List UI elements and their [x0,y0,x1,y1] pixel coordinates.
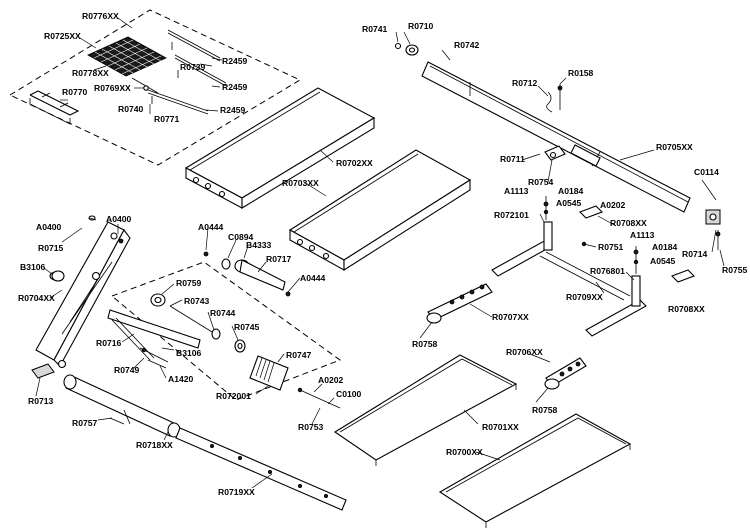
handle-frame-part [29,90,80,125]
label-R0710: R0710 [408,21,434,31]
label-A0184-b: A0184 [652,242,678,252]
label-A0400-b: A0400 [106,214,132,224]
part-labels: R0776XX R0725XX R0778XX R0739 R2459 R245… [18,11,748,497]
label-R076801: R076801 [590,266,625,276]
label-R0758-a: R0758 [412,339,438,349]
label-A1113-a: A1113 [504,186,529,196]
label-R0744: R0744 [210,308,236,318]
cam-assembly-boundary [111,261,342,401]
label-R0712: R0712 [512,78,538,88]
cam-lever-parts [544,84,566,161]
pin-assembly [203,251,291,297]
label-R0717: R0717 [266,254,292,264]
label-R0701XX: R0701XX [482,422,519,432]
label-A0202-b: A0202 [318,375,344,385]
label-R0725XX: R0725XX [44,31,81,41]
label-R0743: R0743 [184,296,210,306]
label-R0771: R0771 [154,114,180,124]
label-R0739: R0739 [180,62,206,72]
label-A0444-b: A0444 [300,273,326,283]
label-R0708XX-b: R0708XX [668,304,705,314]
label-R0778XX: R0778XX [72,68,109,78]
label-R0716: R0716 [96,338,122,348]
label-R0741: R0741 [362,24,388,34]
label-A1420: A1420 [168,374,194,384]
label-A0444-a: A0444 [198,222,224,232]
label-R0754: R0754 [528,177,554,187]
tube-crossbar-right [544,357,587,390]
tray-pan-upper [333,354,518,466]
label-R0714: R0714 [682,249,708,259]
label-R0758-b: R0758 [532,405,558,415]
platform-deck-lower [288,149,472,272]
label-R0745: R0745 [234,322,260,332]
label-R2459-a: R2459 [222,56,248,66]
label-R0755: R0755 [722,265,748,275]
tube-crossbar-left [426,283,493,324]
upper-boom-arm [421,61,691,213]
label-R072101: R072101 [494,210,529,220]
label-R0751: R0751 [598,242,624,252]
label-R0753: R0753 [298,422,324,432]
label-R0757: R0757 [72,418,98,428]
label-C0100: C0100 [336,389,362,399]
label-R0776XX: R0776XX [82,11,119,21]
label-R0700XX: R0700XX [446,447,483,457]
label-R0703XX: R0703XX [282,178,319,188]
label-R0719XX: R0719XX [218,487,255,497]
label-R0747: R0747 [286,350,312,360]
label-R0713: R0713 [28,396,54,406]
label-R0704XX: R0704XX [18,293,55,303]
boom-end-cap [705,209,721,250]
cam-shaft-parts [107,293,341,409]
label-A0545-b: A0545 [650,256,676,266]
label-R0770: R0770 [62,87,88,97]
label-B4333: B4333 [246,240,272,250]
label-C0894: C0894 [228,232,254,242]
label-R0702XX: R0702XX [336,158,373,168]
label-R0158: R0158 [568,68,594,78]
foot-pad [31,363,55,379]
label-R0705XX: R0705XX [656,142,693,152]
label-A0545-a: A0545 [556,198,582,208]
label-B3106-b: B3106 [176,348,202,358]
label-R0742: R0742 [454,40,480,50]
label-R0709XX: R0709XX [566,292,603,302]
long-tube-assembly [63,374,347,511]
label-A0184-a: A0184 [558,186,584,196]
label-R0715: R0715 [38,243,64,253]
label-R0718XX: R0718XX [136,440,173,450]
label-B3106-a: B3106 [20,262,46,272]
label-R072001: R072001 [216,391,251,401]
label-R0706XX: R0706XX [506,347,543,357]
label-A0400-a: A0400 [36,222,62,232]
label-C0114: C0114 [694,167,719,177]
label-R2459-c: R2459 [220,105,246,115]
mesh-mat-part [87,36,167,77]
label-R0759: R0759 [176,278,202,288]
label-R0707XX: R0707XX [492,312,529,322]
platform-deck-upper [184,87,376,209]
tray-pan-lower [438,413,632,528]
label-R2459-b: R2459 [222,82,248,92]
base-frame-part [491,196,695,337]
label-R0769XX: R0769XX [94,83,131,93]
leader-lines [35,17,725,489]
label-R0708XX-a: R0708XX [610,218,647,228]
accessory-rods [131,29,227,115]
label-A0202-a: A0202 [600,200,626,210]
label-A1113-b: A1113 [630,230,655,240]
label-R0749: R0749 [114,365,140,375]
label-R0711: R0711 [500,154,525,164]
lower-shafts [111,317,169,369]
pivot-bushing-top [394,42,419,56]
bushing-b3106 [51,270,65,282]
side-frame-part [35,215,131,369]
label-R0740: R0740 [118,104,144,114]
